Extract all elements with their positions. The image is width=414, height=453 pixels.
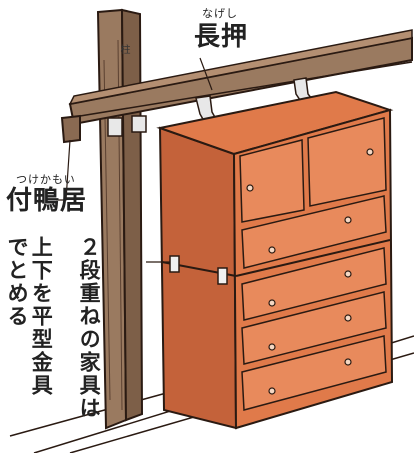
nageshi-reading: なげし bbox=[202, 7, 238, 20]
note-line-1: ２段重ねの家具は bbox=[77, 236, 102, 420]
note-line-2: 上下を平型金具 bbox=[29, 236, 54, 397]
nageshi-beam bbox=[60, 29, 413, 144]
note-line-3: でとめる bbox=[5, 236, 30, 328]
tsukekamoi-label: 付鴨居 bbox=[6, 186, 88, 216]
leader-lines bbox=[56, 57, 213, 263]
nageshi-label: 長押 bbox=[194, 22, 249, 52]
note-lines-2-3: 上下を平型金具 でとめる bbox=[5, 236, 53, 397]
pillar-label: 柱 bbox=[118, 44, 129, 54]
drawers bbox=[239, 117, 387, 411]
pillar bbox=[96, 8, 144, 430]
tsukekamoi-reading: つけかもい bbox=[16, 173, 76, 186]
flat-metal-fitting-icon bbox=[169, 255, 228, 285]
drawer-knobs bbox=[246, 148, 374, 395]
